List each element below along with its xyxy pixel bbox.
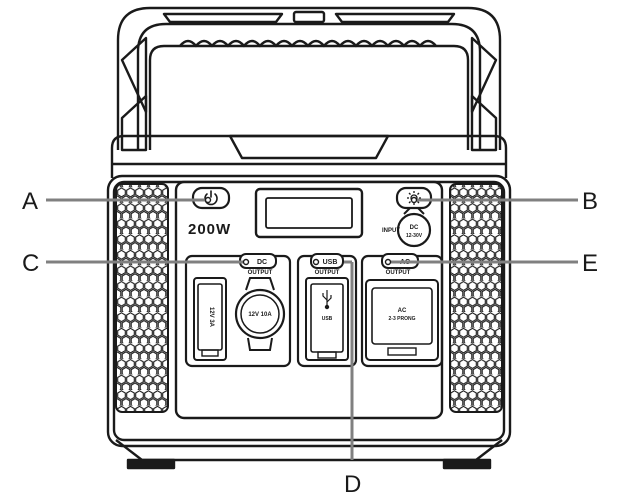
dc-input-label-2: 12-30V xyxy=(406,233,423,239)
ac-output-label: OUTPUT xyxy=(386,270,411,276)
usb-button-label[interactable]: USB xyxy=(323,259,338,266)
power-button[interactable] xyxy=(191,186,231,210)
dc-button-label[interactable]: DC xyxy=(257,259,267,266)
right-grille xyxy=(449,183,503,413)
wattage-label: 200W xyxy=(188,221,231,238)
usb-output-label: OUTPUT xyxy=(315,270,340,276)
ac-port-label-1: AC xyxy=(398,308,407,314)
callout-d: D xyxy=(344,471,361,498)
callout-c: C xyxy=(22,250,39,277)
callout-e: E xyxy=(582,250,598,277)
dc-port-small-label: 12V 3A xyxy=(208,307,214,328)
lcd-display xyxy=(254,187,364,239)
dc-input-label-1: DC xyxy=(410,225,419,231)
carry-handle xyxy=(116,6,502,152)
usb-output-section: USB OUTPUT USB xyxy=(296,253,358,368)
top-shell xyxy=(110,134,508,178)
dc-input-port[interactable]: DC 12-30V xyxy=(396,207,432,248)
left-grille xyxy=(115,183,169,413)
usb-port[interactable]: USB xyxy=(305,277,349,361)
dc-port-12v10a[interactable]: 12V 10A xyxy=(234,277,286,351)
input-label: INPUT xyxy=(382,228,400,234)
dc-port-large-label: 12V 10A xyxy=(248,312,272,318)
base xyxy=(115,439,503,470)
callout-b: B xyxy=(582,188,598,215)
sun-light-icon xyxy=(407,191,421,205)
usb-trident-icon xyxy=(322,290,332,310)
power-icon xyxy=(204,190,218,206)
callout-lines xyxy=(46,198,578,460)
usb-port-label: USB xyxy=(322,316,333,322)
dc-output-label: OUTPUT xyxy=(248,270,273,276)
callout-a: A xyxy=(22,188,38,215)
dc-port-12v3a[interactable]: 12V 3A xyxy=(193,277,227,361)
ac-outlet[interactable]: AC 2-3 PRONG xyxy=(365,279,439,361)
ac-port-label-2: 2-3 PRONG xyxy=(389,316,416,322)
dc-output-section: DC OUTPUT 12V 3A 12V 10A xyxy=(184,253,292,368)
